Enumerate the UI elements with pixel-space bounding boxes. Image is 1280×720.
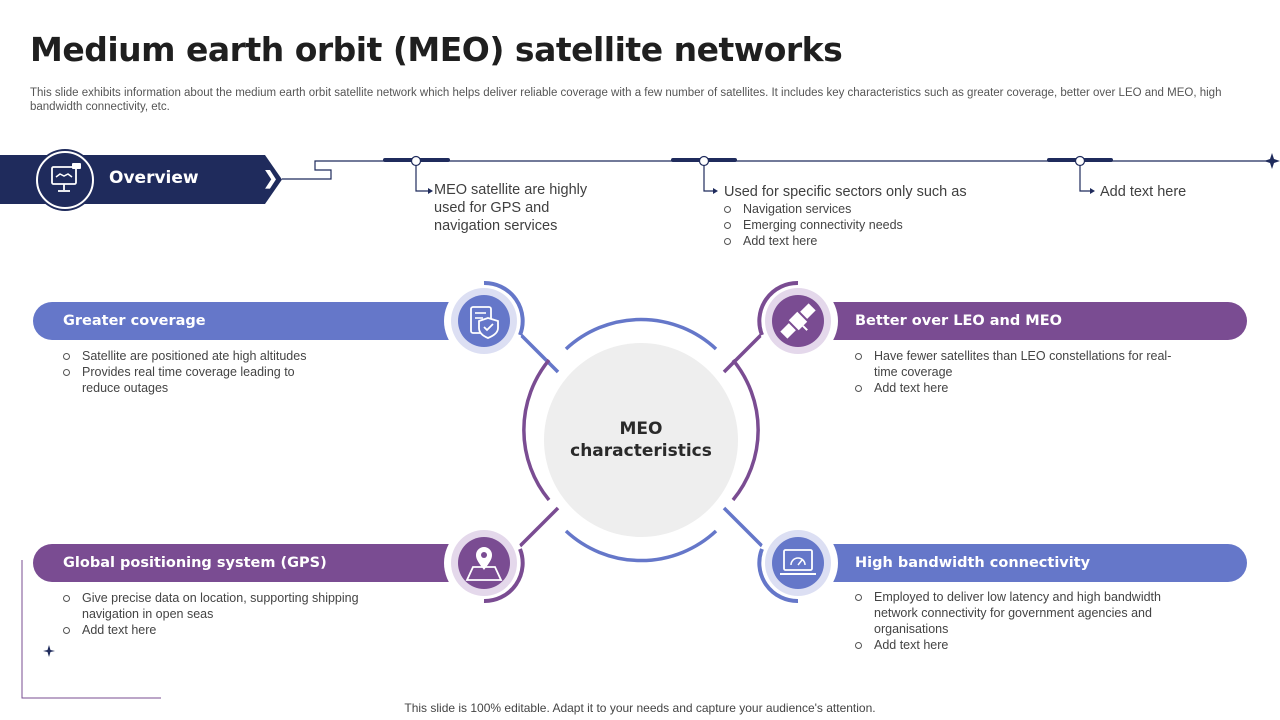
card-header-better-over-leo: [795, 302, 1247, 340]
timeline-marker-3: [1047, 155, 1113, 194]
timeline-text-3: Add text here: [1100, 184, 1187, 200]
list-item: Provides real time coverage leading to r…: [62, 364, 332, 396]
satellite-icon: [757, 280, 838, 361]
card-title: Greater coverage: [63, 313, 206, 329]
card-bullets-better-over-leo: Have fewer satellites than LEO constella…: [854, 348, 1174, 396]
center-hub-label: MEO characteristics: [570, 419, 712, 461]
list-item: Add text here: [723, 233, 983, 249]
laptop-gauge-icon: [757, 523, 838, 604]
card-bullets-bandwidth: Employed to deliver low latency and high…: [854, 589, 1164, 653]
card-title: Global positioning system (GPS): [63, 555, 327, 571]
timeline-text-1: MEO satellite are highly used for GPS an…: [434, 182, 588, 234]
timeline-text-2: Used for specific sectors only such as: [724, 184, 967, 200]
card-header-bandwidth: [795, 544, 1247, 582]
list-item: Employed to deliver low latency and high…: [854, 589, 1164, 637]
list-item: Add text here: [854, 380, 1174, 396]
chevron-right-icon: ❯: [263, 168, 279, 188]
page-title: Medium earth orbit (MEO) satellite netwo…: [30, 30, 843, 69]
card-bullets-gps: Give precise data on location, supportin…: [62, 590, 392, 638]
map-pin-icon: [444, 523, 525, 604]
sparkle-icon: [1264, 153, 1280, 169]
card-bullets-greater-coverage: Satellite are positioned ate high altitu…: [62, 348, 332, 396]
monitor-handshake-icon: [36, 151, 94, 209]
card-header-greater-coverage: [33, 302, 488, 340]
page-description: This slide exhibits information about th…: [30, 87, 1222, 113]
list-item: Give precise data on location, supportin…: [62, 590, 392, 622]
shield-document-icon: [444, 280, 525, 361]
card-title: High bandwidth connectivity: [855, 555, 1091, 571]
timeline-bullets-2: Navigation services Emerging connectivit…: [723, 201, 983, 249]
list-item: Add text here: [62, 622, 392, 638]
timeline-line: [282, 160, 1272, 180]
timeline-marker-1: [383, 155, 450, 194]
list-item: Emerging connectivity needs: [723, 217, 983, 233]
list-item: Navigation services: [723, 201, 983, 217]
footer-note: This slide is 100% editable. Adapt it to…: [404, 701, 876, 715]
list-item: Have fewer satellites than LEO constella…: [854, 348, 1174, 380]
list-item: Satellite are positioned ate high altitu…: [62, 348, 332, 364]
card-title: Better over LEO and MEO: [855, 313, 1062, 329]
overview-label: Overview: [109, 168, 199, 188]
timeline-marker-2: [671, 155, 737, 194]
card-header-gps: [33, 544, 488, 582]
sparkle-icon: [43, 645, 55, 657]
list-item: Add text here: [854, 637, 1164, 653]
